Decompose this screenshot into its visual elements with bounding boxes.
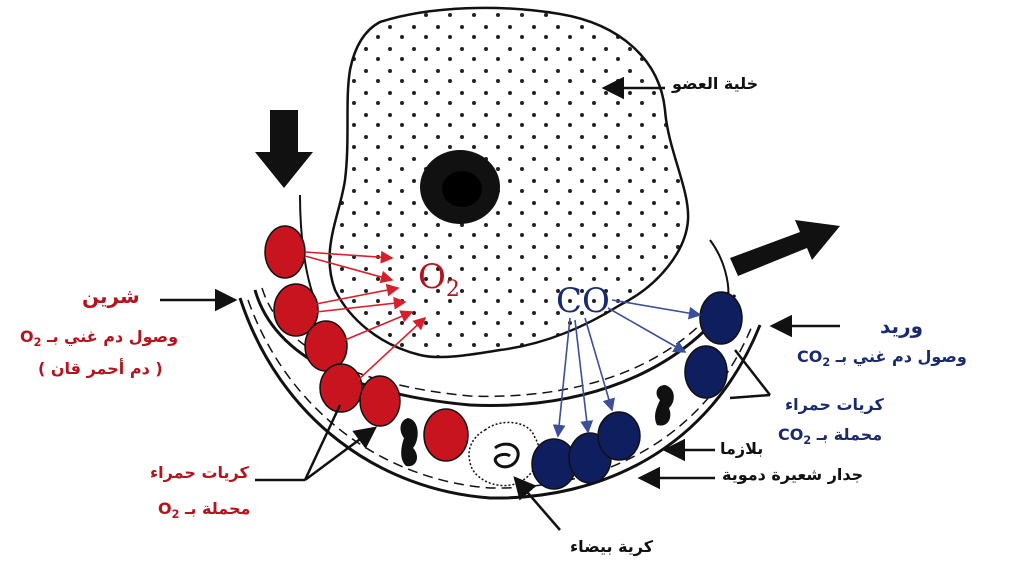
co-molecule-label: CO bbox=[556, 282, 610, 321]
artery-label: شرين bbox=[82, 285, 140, 308]
artery-note: ( دم أحمر قان ) bbox=[38, 360, 163, 378]
white-blood-cell-label: كرية بيضاء bbox=[570, 538, 653, 556]
arterial-flow-arrow bbox=[255, 110, 313, 188]
artery-description: وصول دم غني بـ O2 bbox=[20, 328, 178, 350]
capillary-wall-label: جدار شعيرة دموية bbox=[722, 466, 863, 484]
venous-flow-arrow bbox=[730, 220, 840, 276]
plasma-label: بلازما bbox=[720, 440, 763, 458]
vein-description: وصول دم غني بـ CO2 bbox=[797, 348, 967, 370]
oxygenated-rbc-desc: محملة بـ O2 bbox=[158, 500, 250, 522]
vein-label: وريد bbox=[880, 315, 923, 338]
organ-cell-label: خلية العضو bbox=[672, 75, 758, 93]
o2-molecule-label: O2 bbox=[418, 258, 460, 302]
deoxygenated-rbc-label: كريات حمراء bbox=[785, 396, 884, 414]
deoxygenated-rbc-desc: محملة بـ CO2 bbox=[778, 426, 882, 448]
platelet bbox=[401, 418, 418, 466]
oxygenated-rbc-label: كريات حمراء bbox=[150, 464, 249, 482]
